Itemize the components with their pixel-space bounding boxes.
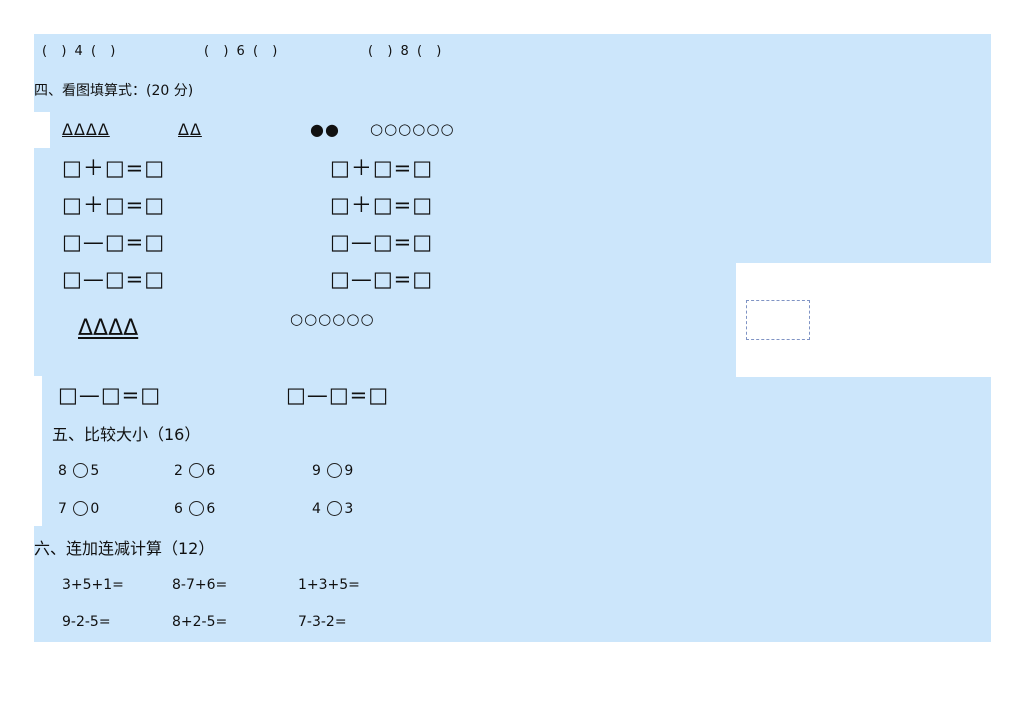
compare-item: 4 3 [312,501,354,517]
triangle-group-large: ΔΔΔΔ [78,316,139,341]
answer-circle[interactable] [189,501,205,516]
hollow-circles-2: ○○○○○○ [290,310,375,328]
equation-left-4: □—□=□ [62,267,166,291]
placeholder-box [746,300,810,340]
blank-panel [736,263,991,377]
number-neighbors-4: ( ) 4 ( ) [42,44,118,59]
answer-circle[interactable] [73,501,89,516]
page-gap [34,112,50,148]
calc-problem: 8+2-5= [172,614,228,630]
calc-problem: 7-3-2= [298,614,347,630]
equation-right-1: □＋□=□ [330,156,434,180]
answer-circle[interactable] [189,463,205,478]
section-5-title: 五、比较大小（16） [52,425,201,444]
answer-circle[interactable] [327,501,343,516]
compare-item: 7 0 [58,501,100,517]
calc-problem: 3+5+1= [62,577,124,593]
answer-circle[interactable] [327,463,343,478]
page-gap [34,376,42,526]
equation-left-2: □＋□=□ [62,193,166,217]
compare-item: 9 9 [312,463,354,479]
calc-problem: 9-2-5= [62,614,111,630]
equation-right-3: □—□=□ [330,230,434,254]
equation-bottom-left: □—□=□ [58,383,162,407]
hollow-circles: ○○○○○○ [370,120,455,138]
triangle-group-4: ΔΔΔΔ [62,120,110,139]
compare-item: 2 6 [174,463,216,479]
calc-problem: 1+3+5= [298,577,360,593]
answer-circle[interactable] [73,463,89,478]
equation-bottom-right: □—□=□ [286,383,390,407]
filled-dots: ●● [310,120,340,139]
equation-left-3: □—□=□ [62,230,166,254]
equation-right-4: □—□=□ [330,267,434,291]
equation-left-1: □＋□=□ [62,156,166,180]
section-4-title: 四、看图填算式：(20 分) [34,83,194,99]
compare-item: 6 6 [174,501,216,517]
triangle-group-2: ΔΔ [178,120,202,139]
number-neighbors-8: ( ) 8 ( ) [368,44,444,59]
calc-problem: 8-7+6= [172,577,228,593]
compare-item: 8 5 [58,463,100,479]
number-neighbors-6: ( ) 6 ( ) [204,44,280,59]
equation-right-2: □＋□=□ [330,193,434,217]
section-6-title: 六、连加连减计算（12） [34,539,215,558]
